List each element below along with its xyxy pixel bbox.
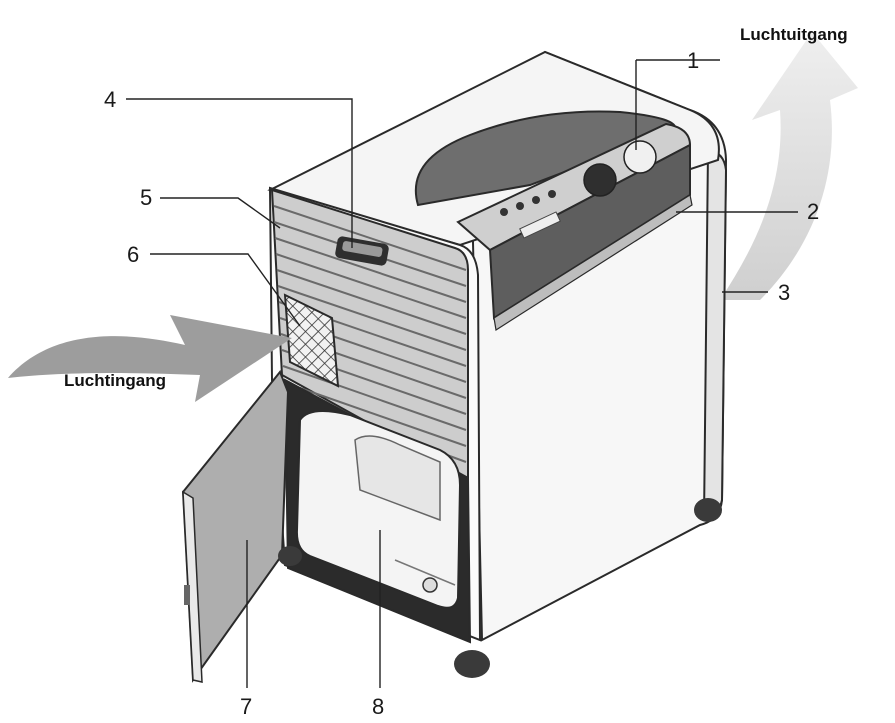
top-cover — [414, 110, 677, 207]
inlet-air-arrow — [8, 315, 292, 402]
wheel-front-left — [278, 546, 302, 566]
callout-8: 8 — [372, 694, 384, 719]
unit-right-edge — [702, 148, 728, 522]
leader-lines — [126, 59, 798, 688]
wheel-rear-right — [694, 498, 722, 522]
wheel-front-right — [454, 650, 490, 678]
callout-1: 1 — [687, 48, 699, 73]
inlet-label: Luchtingang — [64, 371, 166, 390]
callout-4: 4 — [104, 87, 116, 112]
outlet-label: Luchtuitgang — [740, 25, 848, 44]
callout-3: 3 — [778, 280, 790, 305]
callout-2: 2 — [807, 199, 819, 224]
callout-5: 5 — [140, 185, 152, 210]
callout-6: 6 — [127, 242, 139, 267]
tank-drain-plug — [422, 577, 438, 593]
callout-7: 7 — [240, 694, 252, 719]
outlet-air-arrow — [720, 32, 858, 300]
panel-controls — [500, 140, 657, 239]
